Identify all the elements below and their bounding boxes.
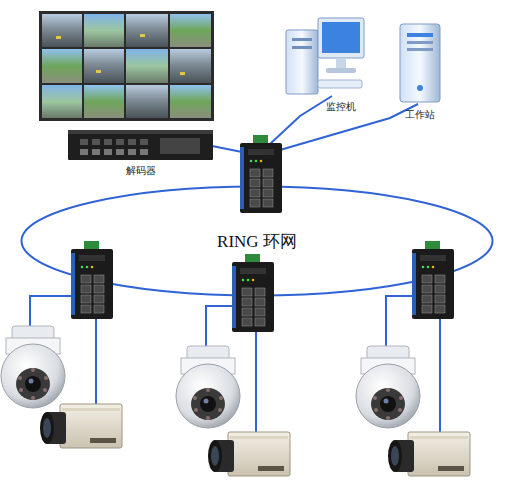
network-cable [30,296,74,328]
ring-network: RING 环网 [20,185,494,297]
device-label: 监控机 [326,100,356,114]
network-cable [95,318,97,404]
network-cable [439,318,441,432]
network-cable [386,296,416,348]
box-camera [388,432,470,476]
device-label: 工作站 [405,108,435,122]
ethernet-switch [232,254,274,332]
computer-icon [286,18,364,94]
box-camera [208,432,290,476]
network-cable [255,330,257,432]
dome-camera [1,326,65,408]
device-label: 解码器 [126,164,156,178]
decoder-node: 解码器 [68,126,213,178]
ethernet-switch [240,135,282,213]
dome-camera [356,346,420,428]
network-cable [206,306,236,348]
ring-ellipse [22,187,493,296]
network-cable [212,146,242,152]
box-camera [40,404,122,448]
server-node: 工作站 [380,20,460,122]
dome-camera [176,346,240,428]
ring-label: RING 环网 [217,230,297,253]
computer-node: 监控机 [296,20,386,114]
server-icon [400,24,440,102]
decoder-device [68,130,213,160]
video-wall [39,11,214,121]
